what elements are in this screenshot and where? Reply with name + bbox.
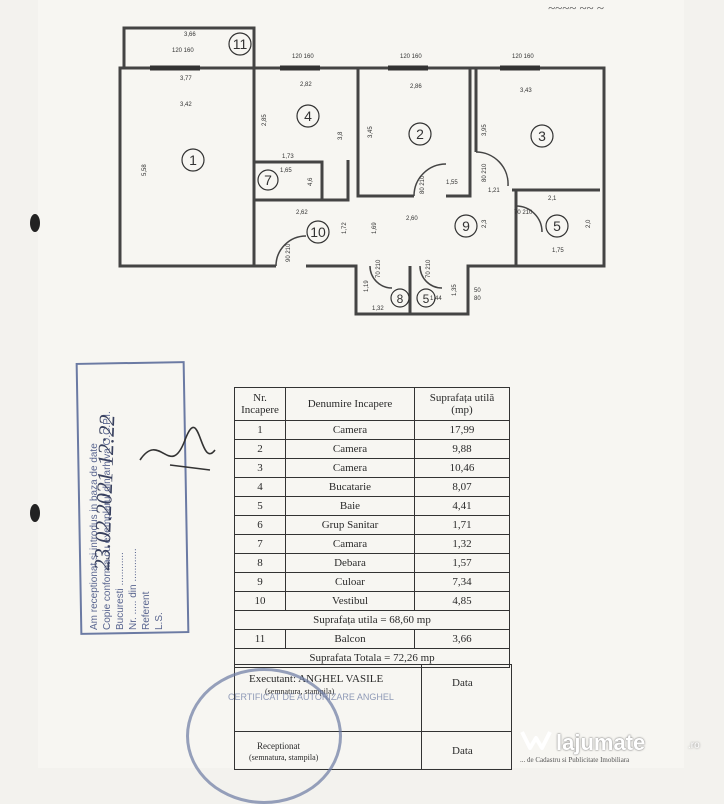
dim-label: 2,86 xyxy=(410,84,422,90)
punch-hole xyxy=(30,214,40,232)
door-label: 70 210 xyxy=(376,259,382,278)
util-total-row: Suprafața utila = 68,60 mp xyxy=(234,610,510,630)
room-number: 4 xyxy=(304,108,312,124)
room-number: 5 xyxy=(423,292,430,306)
dim-label: 3,95 xyxy=(482,124,488,136)
door-label: 80 210 xyxy=(420,175,426,194)
dim-label: 1,21 xyxy=(488,188,500,194)
door-arc xyxy=(275,235,307,267)
dim-label: 2,82 xyxy=(300,82,312,88)
dim-label: 1,72 xyxy=(342,222,348,234)
room-1-outline xyxy=(118,66,256,268)
wall-2a xyxy=(356,68,414,198)
door-arc xyxy=(413,163,447,197)
room-number: 3 xyxy=(538,128,546,144)
header-nr: Nr. Incapere xyxy=(234,387,286,421)
door-label: 70 210 xyxy=(514,210,533,216)
watermark-brand: lajumate xyxy=(556,730,646,755)
receptionat-date: Data xyxy=(452,745,473,757)
dim-label: 50 xyxy=(474,288,481,294)
watermark: lajumate .ro xyxy=(520,726,720,760)
door-label: 80 210 xyxy=(482,163,488,182)
window-label: 120 160 xyxy=(172,48,194,54)
wall-7 xyxy=(254,160,324,200)
room-number: 7 xyxy=(264,172,272,188)
dim-label: 1,55 xyxy=(446,180,458,186)
dim-label: 1,44 xyxy=(430,296,442,302)
dim-label: 1,19 xyxy=(364,280,370,292)
dim-label: 2,85 xyxy=(262,114,268,126)
dim-label: 3,77 xyxy=(180,76,192,82)
door-arc xyxy=(515,205,543,233)
signature xyxy=(139,426,216,471)
room-number: 1 xyxy=(189,152,197,168)
stamp-date: 23.02.2021 12:22 xyxy=(89,414,120,571)
dim-label: 2,1 xyxy=(548,196,557,202)
round-stamp-text: CERTIFICAT DE AUTORIZARE ANGHEL xyxy=(228,692,394,702)
door-label: 90 210 xyxy=(286,243,292,262)
room-number: 11 xyxy=(233,36,248,52)
header-scribble: ~~~~ ~~ ~ xyxy=(548,0,604,15)
dim-label: 3,42 xyxy=(180,102,192,108)
room-number: 10 xyxy=(310,224,326,240)
door-arc xyxy=(475,151,509,187)
dim-label: 1,69 xyxy=(372,222,378,234)
header-area: Suprafața utilă (mp) xyxy=(414,387,510,421)
dim-label: 80 xyxy=(474,296,481,302)
room-number: 2 xyxy=(416,126,424,142)
door-arc xyxy=(419,265,443,289)
dim-label: 2,60 xyxy=(406,216,418,222)
dim-label: 5,58 xyxy=(142,164,148,176)
dim-label: 3,43 xyxy=(520,88,532,94)
dim-label: 2,62 xyxy=(296,210,308,216)
dim-label: 1,35 xyxy=(452,284,458,296)
dim-label: 3,45 xyxy=(368,126,374,138)
dim-label: 4,6 xyxy=(308,177,314,186)
dim-label: 3,8 xyxy=(338,131,344,140)
area-table: Nr. Incapere Denumire Incapere Suprafața… xyxy=(234,387,510,668)
dim-label: 3,66 xyxy=(184,32,196,38)
watermark-tld: .ro xyxy=(688,740,700,751)
round-stamp xyxy=(186,668,342,804)
dim-label: 1,75 xyxy=(552,248,564,254)
executant-date: Data xyxy=(452,677,473,689)
bottom-note: ... de Cadastru si Publicitate Imobiliar… xyxy=(520,756,630,764)
wall-4 xyxy=(252,68,350,202)
dim-label: 1,32 xyxy=(372,306,384,312)
outer-wall xyxy=(254,66,606,268)
window-label: 120 160 xyxy=(400,54,422,60)
window-label: 120 160 xyxy=(512,54,534,60)
room-number: 9 xyxy=(462,218,470,234)
dim-label: 1,73 xyxy=(282,154,294,160)
door-arc xyxy=(369,265,393,289)
header-name: Denumire Incapere xyxy=(285,387,415,421)
floor-plan: 1 2 3 4 5 5 7 8 9 10 11 3,66 3,77 3,42 5… xyxy=(118,26,606,316)
lajumate-logo-icon xyxy=(520,731,552,750)
dim-label: 2,3 xyxy=(482,219,488,228)
wall-service xyxy=(306,264,516,316)
grand-total-row: Suprafata Totala = 72,26 mp xyxy=(234,648,510,668)
room-number: 5 xyxy=(553,218,561,234)
room-number: 8 xyxy=(397,292,404,306)
wall-2b xyxy=(446,68,472,198)
window-label: 120 160 xyxy=(292,54,314,60)
dim-label: 1,65 xyxy=(280,168,292,174)
door-label: 70 210 xyxy=(426,259,432,278)
punch-hole xyxy=(30,504,40,522)
dim-label: 2,0 xyxy=(586,219,592,228)
